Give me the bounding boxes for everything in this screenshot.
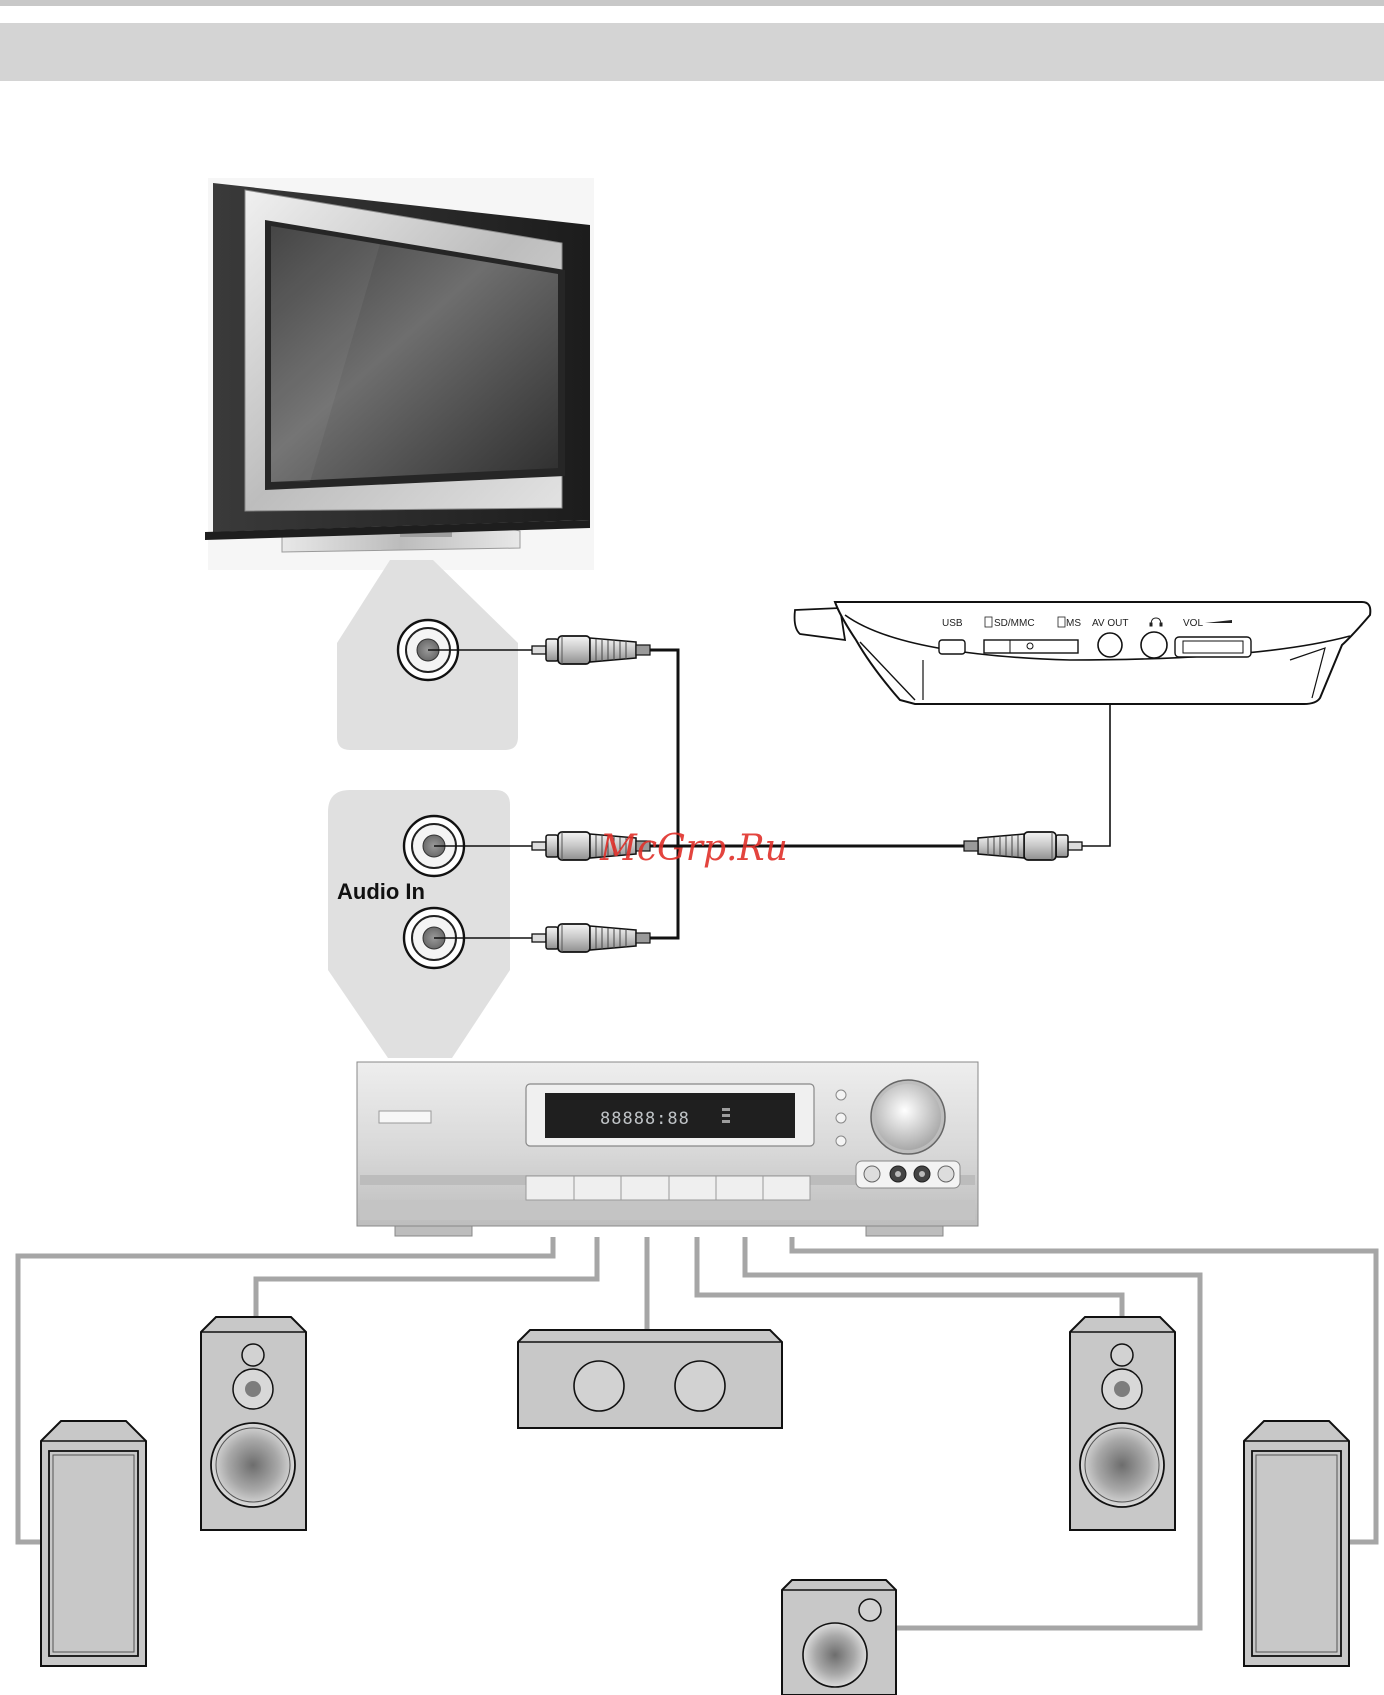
portable-player: USB SD/MMC MS AV OUT VOL <box>795 602 1371 704</box>
front-left-speaker <box>201 1317 306 1530</box>
sd-mmc-label: SD/MMC <box>994 618 1035 629</box>
av-out-jack <box>1098 633 1122 657</box>
volume-wheel <box>1175 637 1251 657</box>
top-rule <box>0 0 1384 6</box>
front-right-speaker <box>1070 1317 1175 1530</box>
header-band <box>0 23 1384 81</box>
flat-panel-tv <box>205 178 594 570</box>
center-speaker <box>518 1330 782 1428</box>
rear-right-speaker <box>1244 1421 1349 1666</box>
usb-label: USB <box>942 618 963 629</box>
audio-right-rca-plug <box>532 924 650 952</box>
rear-left-speaker <box>41 1421 146 1666</box>
receiver-display-text: 88888:88 <box>600 1109 690 1129</box>
headphone-jack <box>1141 632 1167 658</box>
vol-label: VOL <box>1183 618 1203 629</box>
ms-label: MS <box>1066 618 1081 629</box>
sd-mmc-slot <box>984 640 1078 653</box>
av-out-plug <box>964 832 1082 860</box>
video-rca-plug <box>532 636 650 664</box>
audio-in-label: Audio In <box>337 879 425 904</box>
usb-port <box>939 640 965 654</box>
av-out-label: AV OUT <box>1092 618 1128 629</box>
av-receiver: 88888:88 <box>357 1062 978 1236</box>
watermark: McGrp.Ru <box>599 828 788 869</box>
subwoofer <box>782 1580 896 1695</box>
